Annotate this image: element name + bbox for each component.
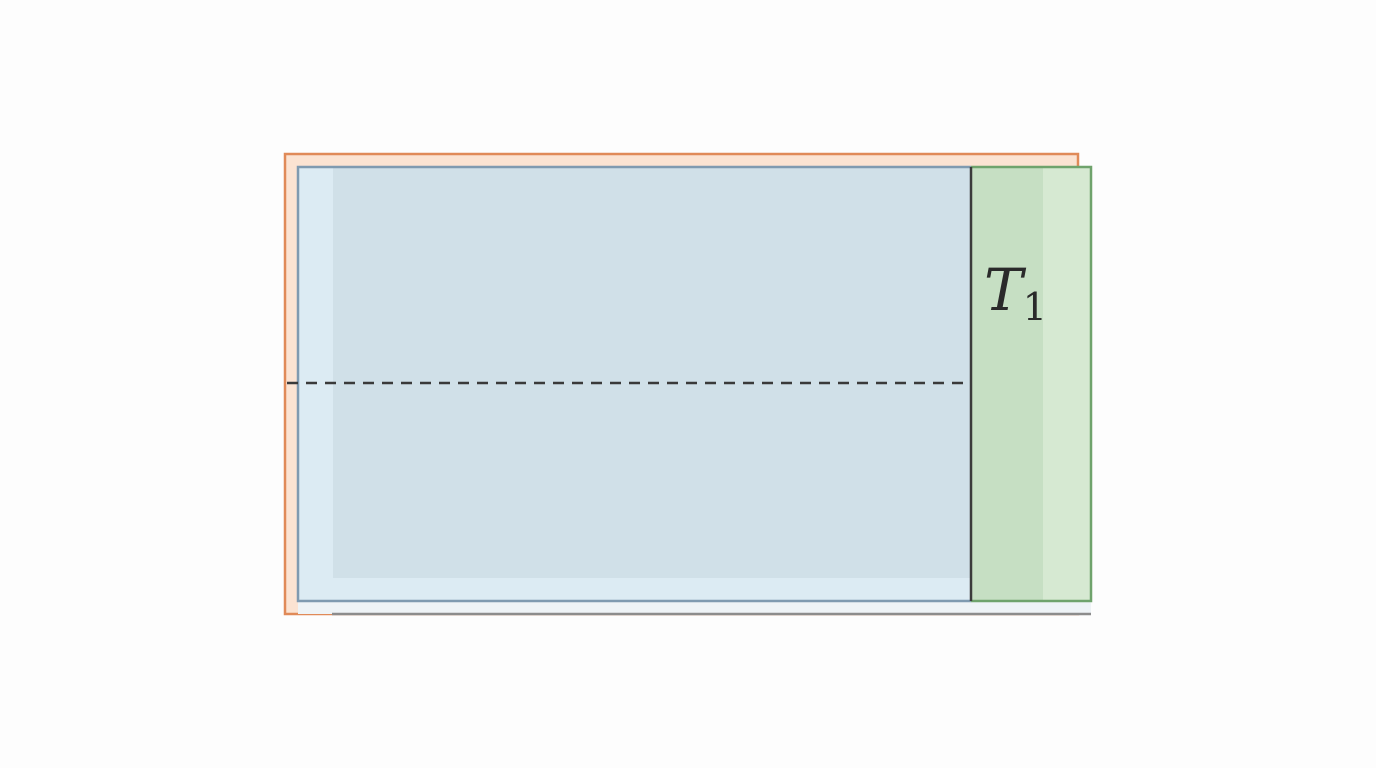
bottom-strip xyxy=(298,600,1091,614)
t1-label-subscript: 1 xyxy=(1023,285,1047,329)
green-region-outline xyxy=(971,165,1093,603)
t1-label: T1 xyxy=(984,256,1047,329)
green-region-inner xyxy=(971,168,1043,600)
t1-label-main: T xyxy=(984,256,1027,324)
blue-region-inner xyxy=(333,168,971,578)
